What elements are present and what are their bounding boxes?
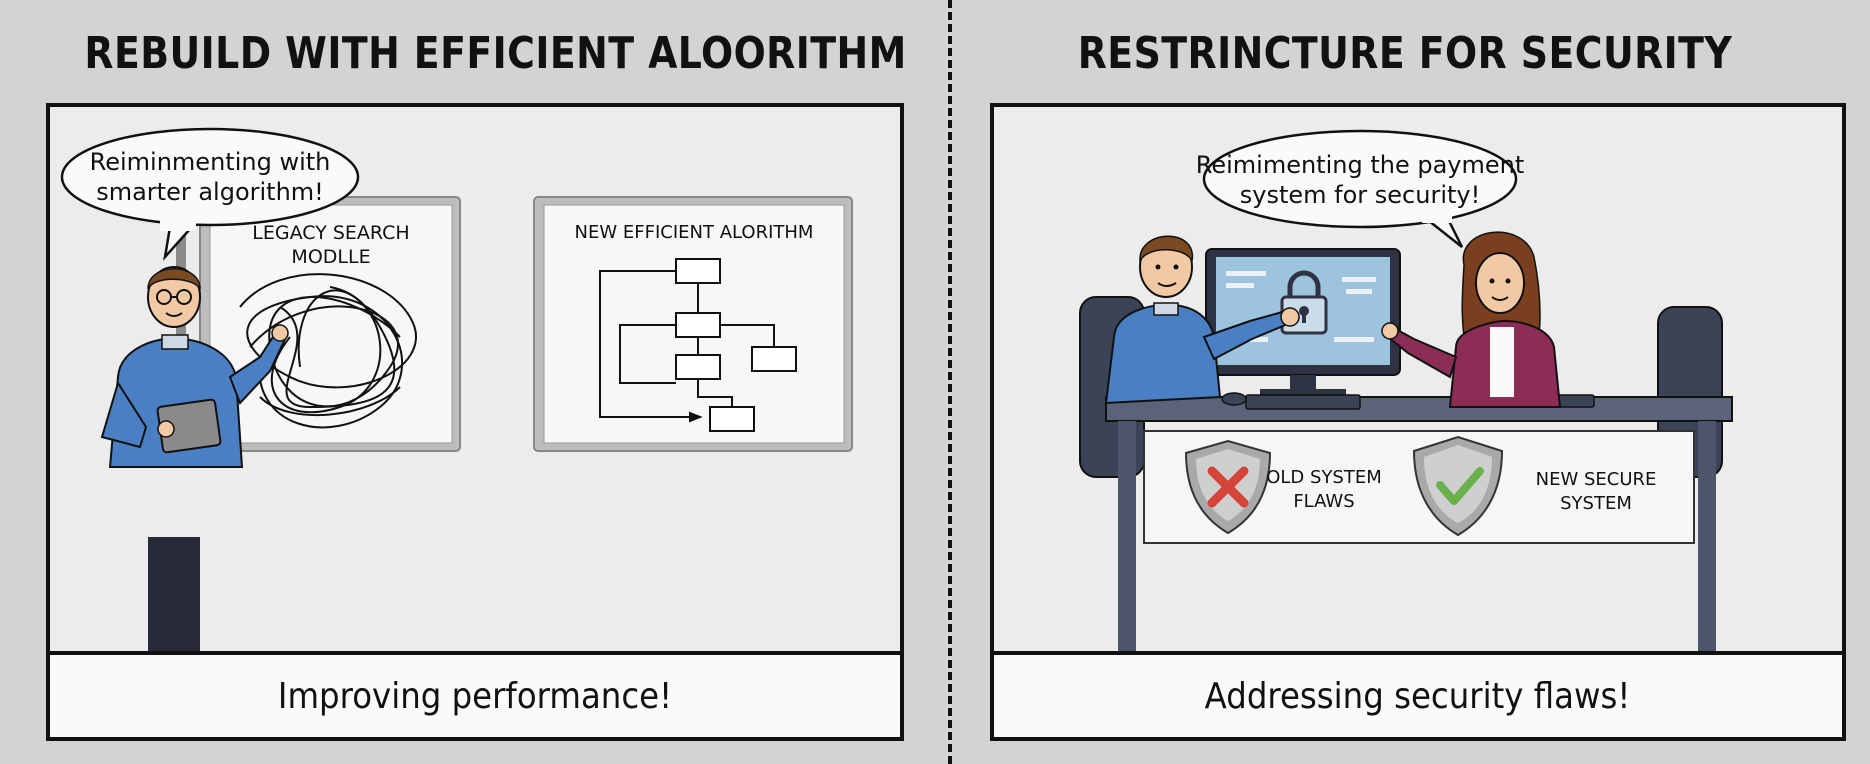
left-caption: Improving performance! — [277, 675, 673, 717]
keyboard-left — [1245, 394, 1361, 410]
security-comparison-board: OLD SYSTEM FLAWS NEW SECURE SYSTEM — [1143, 430, 1695, 544]
legacy-whiteboard: LEGACY SEARCH MODLLE — [176, 196, 461, 457]
legacy-board-label-line2: MODLLE — [291, 246, 370, 268]
old-shield-label-line2: FLAWS — [1293, 491, 1354, 512]
left-speech-line2: smarter algorithm! — [96, 178, 324, 206]
new-shield-label-line1: NEW SECURE — [1536, 469, 1657, 490]
seated-woman — [1381, 231, 1562, 408]
left-scene: LEGACY SEARCH MODLLE NEW EFFICIENT ALORI… — [60, 127, 853, 657]
right-caption: Addressing security flaws! — [1205, 675, 1631, 717]
right-panel-title: RESTRINCTURE FOR SECURITY — [1077, 28, 1733, 79]
left-panel: LEGACY SEARCH MODLLE NEW EFFICIENT ALORI… — [46, 103, 904, 741]
desk — [1105, 392, 1733, 657]
secure-monitor — [1205, 248, 1401, 397]
left-panel-title: REBUILD WITH EFFICIENT ALOORITHM — [84, 28, 907, 79]
new-shield-label-line2: SYSTEM — [1560, 493, 1632, 514]
left-caption-box: Improving performance! — [50, 651, 900, 737]
right-speech-bubble: Reimimenting the payment system for secu… — [1196, 129, 1525, 248]
right-speech-line1: Reimimenting the payment — [1196, 151, 1525, 179]
legacy-board-label-line1: LEGACY SEARCH — [252, 222, 409, 244]
right-caption-box: Addressing security flaws! — [994, 651, 1842, 737]
lock-icon — [1287, 270, 1321, 297]
seated-man — [1104, 235, 1300, 405]
right-scene: Reimimenting the payment system for secu… — [1079, 129, 1733, 657]
left-speech-bubble: Reiminmenting with smarter algorithm! — [60, 127, 360, 262]
presenter-man — [100, 266, 289, 657]
new-algorithm-whiteboard: NEW EFFICIENT ALORITHM — [533, 196, 853, 452]
left-speech-line1: Reiminmenting with — [90, 148, 331, 176]
old-shield-label-line1: OLD SYSTEM — [1266, 467, 1382, 488]
old-shield-icon — [1184, 439, 1272, 535]
new-board-label: NEW EFFICIENT ALORITHM — [575, 222, 814, 243]
right-panel: Reimimenting the payment system for secu… — [990, 103, 1846, 741]
mouse — [1221, 392, 1247, 406]
new-shield-icon — [1412, 435, 1504, 537]
right-speech-line2: system for security! — [1240, 181, 1480, 209]
panel-divider — [948, 0, 952, 764]
